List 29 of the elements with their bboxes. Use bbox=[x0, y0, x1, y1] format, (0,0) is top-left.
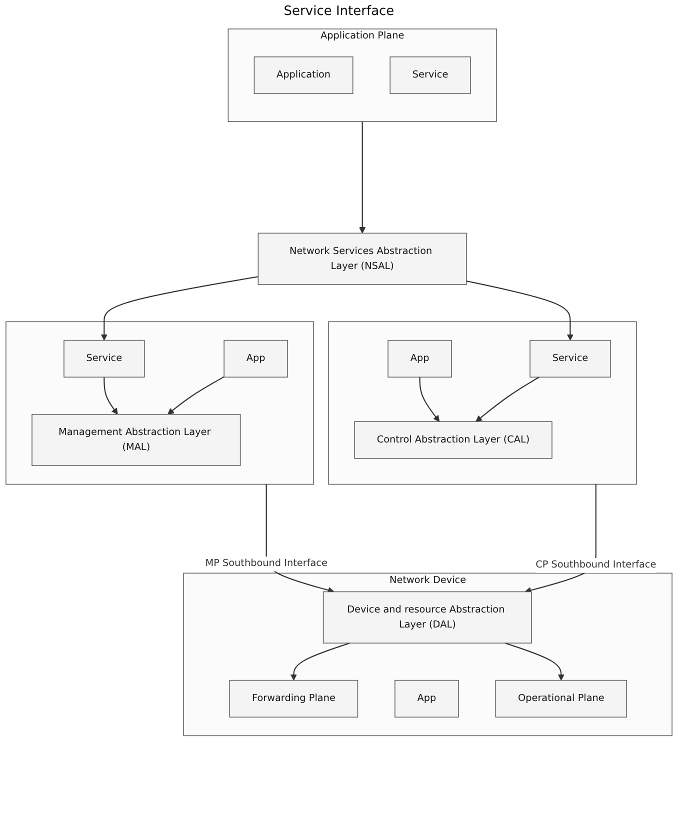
node-box: Device and resource Abstraction Layer (DAL) bbox=[322, 591, 532, 644]
node-box: Service bbox=[530, 340, 611, 378]
arrow bbox=[359, 122, 366, 234]
cluster bbox=[6, 321, 314, 485]
arrow bbox=[104, 377, 118, 415]
node-box: Service bbox=[64, 340, 145, 378]
cluster bbox=[328, 321, 637, 485]
node-box: Management Abstraction Layer (MAL) bbox=[32, 414, 241, 466]
edge-label: CP Southbound Interface bbox=[536, 560, 656, 571]
arrow bbox=[419, 377, 440, 422]
node-box: Application bbox=[254, 56, 354, 94]
node-box: Service bbox=[390, 56, 471, 94]
arrow bbox=[504, 642, 564, 681]
arrow bbox=[100, 276, 258, 341]
arrow bbox=[290, 642, 350, 681]
arrow bbox=[168, 376, 224, 415]
node-box: App bbox=[394, 680, 459, 718]
arrow bbox=[476, 376, 540, 422]
node-box: Operational Plane bbox=[495, 680, 628, 718]
node-box: App bbox=[388, 340, 452, 378]
arrow bbox=[266, 484, 334, 594]
node-box: Network Services Abstraction Layer (NSAL) bbox=[258, 232, 467, 285]
node-box: App bbox=[224, 340, 288, 378]
edge-label: MP Southbound Interface bbox=[205, 558, 328, 570]
arrow bbox=[524, 484, 596, 594]
note-text: Service Interface bbox=[282, 4, 396, 19]
node-box: Control Abstraction Layer (CAL) bbox=[354, 421, 552, 459]
node-box: Forwarding Plane bbox=[229, 680, 358, 718]
arrow bbox=[466, 280, 574, 341]
